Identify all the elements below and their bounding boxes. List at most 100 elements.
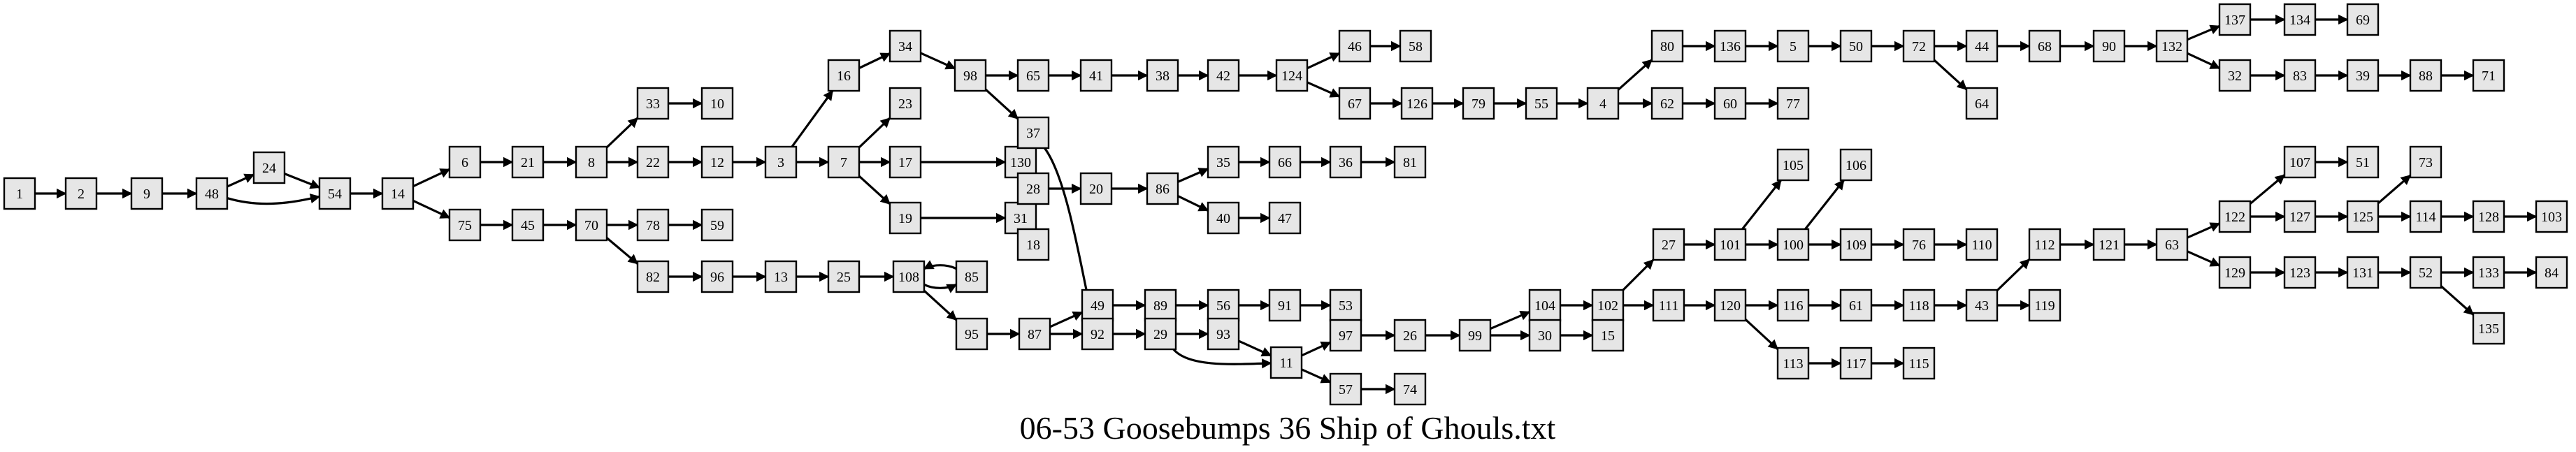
node-box xyxy=(1839,148,1873,182)
node-label: 54 xyxy=(328,187,342,202)
node-box xyxy=(955,317,988,351)
node-box xyxy=(1776,228,1810,261)
node-20: 20 xyxy=(1079,172,1113,205)
node-85: 85 xyxy=(955,260,988,293)
node-30: 30 xyxy=(1528,319,1562,352)
node-16: 16 xyxy=(827,59,861,92)
node-box xyxy=(2346,3,2380,36)
node-label: 85 xyxy=(965,270,979,285)
node-label: 101 xyxy=(1720,238,1741,253)
node-box xyxy=(2155,228,2189,261)
edge-122-to-107 xyxy=(2249,174,2286,205)
node-label: 86 xyxy=(1156,182,1170,197)
node-124: 124 xyxy=(1275,59,1309,92)
node-101: 101 xyxy=(1713,228,1747,261)
node-label: 88 xyxy=(2419,68,2433,84)
node-label: 121 xyxy=(2099,238,2120,253)
node-label: 50 xyxy=(1849,39,1863,54)
node-label: 67 xyxy=(1348,96,1362,112)
node-78: 78 xyxy=(636,208,670,242)
node-label: 18 xyxy=(1026,238,1040,253)
node-label: 122 xyxy=(2224,210,2245,225)
node-label: 90 xyxy=(2102,39,2116,54)
node-137: 137 xyxy=(2218,3,2252,36)
node-box xyxy=(1902,228,1936,261)
node-72: 72 xyxy=(1902,29,1936,63)
node-box xyxy=(1776,347,1810,380)
node-box xyxy=(1393,319,1427,352)
node-label: 69 xyxy=(2356,13,2370,28)
node-39: 39 xyxy=(2346,59,2380,92)
node-box xyxy=(1399,29,1432,63)
node-64: 64 xyxy=(1965,87,1999,120)
node-label: 5 xyxy=(1790,39,1797,54)
node-88: 88 xyxy=(2409,59,2442,92)
node-label: 128 xyxy=(2478,210,2499,225)
node-13: 13 xyxy=(764,260,798,293)
node-23: 23 xyxy=(888,87,922,120)
node-label: 137 xyxy=(2224,13,2245,28)
node-box xyxy=(636,87,670,120)
node-box xyxy=(1902,347,1936,380)
node-label: 39 xyxy=(2356,68,2370,84)
edge-3-to-16 xyxy=(791,89,834,147)
edge-48-to-24 xyxy=(226,173,255,188)
node-label: 77 xyxy=(1786,96,1800,112)
node-box xyxy=(1965,29,1999,63)
node-73: 73 xyxy=(2409,145,2442,179)
node-box xyxy=(1591,319,1625,352)
node-label: 91 xyxy=(1278,298,1292,314)
node-box xyxy=(1650,87,1684,120)
node-label: 134 xyxy=(2289,13,2310,28)
node-box xyxy=(2472,200,2505,233)
edge-125-to-73 xyxy=(2377,174,2412,205)
node-134: 134 xyxy=(2283,3,2317,36)
edge-34-to-98 xyxy=(920,52,956,70)
node-box xyxy=(1776,148,1810,182)
node-54: 54 xyxy=(318,177,352,210)
node-label: 23 xyxy=(898,96,912,112)
node-box xyxy=(2409,59,2442,92)
edge-86-to-40 xyxy=(1177,195,1209,212)
node-box xyxy=(1207,59,1240,92)
node-label: 43 xyxy=(1975,298,1989,314)
node-box xyxy=(1462,87,1495,120)
node-label: 7 xyxy=(840,155,847,170)
node-label: 131 xyxy=(2352,265,2373,281)
node-label: 63 xyxy=(2165,238,2179,253)
node-box xyxy=(1776,289,1810,322)
node-95: 95 xyxy=(955,317,988,351)
node-111: 111 xyxy=(1652,289,1685,322)
node-135: 135 xyxy=(2472,312,2505,345)
node-box xyxy=(764,145,798,179)
node-label: 116 xyxy=(1783,298,1803,314)
node-41: 41 xyxy=(1079,59,1113,92)
node-box xyxy=(2472,312,2505,345)
node-box xyxy=(1329,289,1362,322)
node-box xyxy=(1146,172,1179,205)
node-50: 50 xyxy=(1839,29,1873,63)
node-82: 82 xyxy=(636,260,670,293)
node-129: 129 xyxy=(2218,256,2252,289)
node-17: 17 xyxy=(888,145,922,179)
node-box xyxy=(1393,145,1427,179)
edge-85-to-108 xyxy=(923,260,957,270)
node-label: 110 xyxy=(1971,238,1992,253)
edge-132-to-32 xyxy=(2187,52,2221,70)
node-label: 132 xyxy=(2161,39,2182,54)
node-33: 33 xyxy=(636,87,670,120)
node-117: 117 xyxy=(1839,347,1873,380)
node-box xyxy=(1458,319,1492,352)
node-28: 28 xyxy=(1016,172,1050,205)
node-box xyxy=(1713,228,1747,261)
node-48: 48 xyxy=(195,177,229,210)
edge-100-to-106 xyxy=(1804,179,1845,230)
node-label: 44 xyxy=(1975,39,1989,54)
node-7: 7 xyxy=(827,145,861,179)
edge-99-to-104 xyxy=(1490,310,1531,330)
node-97: 97 xyxy=(1329,319,1362,352)
node-47: 47 xyxy=(1268,201,1302,235)
node-box xyxy=(1079,59,1113,92)
node-label: 6 xyxy=(461,155,468,170)
